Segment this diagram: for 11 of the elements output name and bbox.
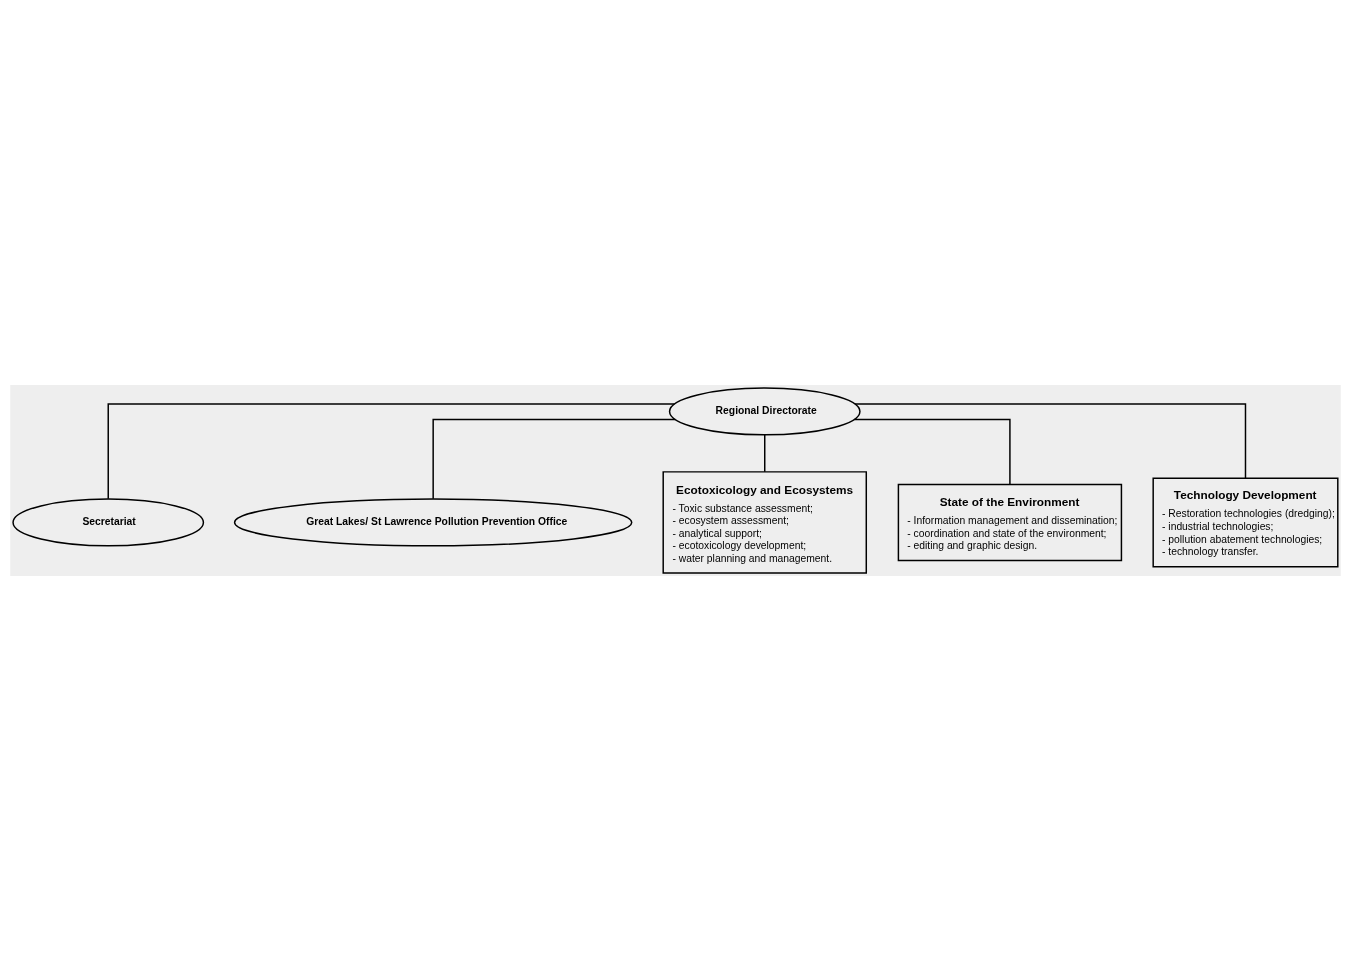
node-box: Technology Development - Restoration technologies (dredging); - industrial technologies; - pollution abatement technologies; - technology transfer. [1152,476,1339,567]
connector [764,433,766,472]
node-ellipse: Great Lakes/ St Lawrence Pollution Prevention Office [233,497,633,547]
connector [853,418,1011,485]
node-ellipse: Regional Directorate [668,386,861,436]
node-ellipse: Secretariat [12,497,205,547]
connector [854,402,1247,479]
node-box: State of the Environment - Information management and dissemination; - coordination and state of the environment; - editing and graphic design. [897,483,1123,561]
node-box: Ecotoxicology and Ecosystems - Toxic substance assessment; - ecosystem assessment; - analytical support; - ecotoxicology development; - water planning and management. [662,470,867,574]
connector [432,418,676,500]
connector [107,402,676,499]
